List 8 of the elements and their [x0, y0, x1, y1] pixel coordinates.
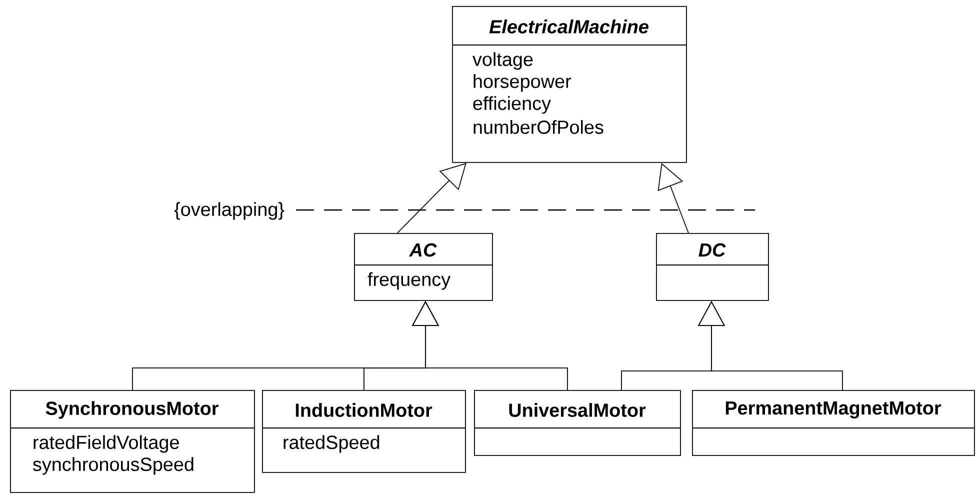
- class-box: ElectricalMachine voltage horsepower efficiency numberOfPoles: [452, 6, 687, 163]
- class-box: UniversalMotor: [474, 390, 681, 456]
- class-box: DC: [656, 233, 769, 301]
- class-box: AC frequency: [354, 233, 493, 301]
- class-box: PermanentMagnetMotor: [692, 390, 975, 456]
- class-box: InductionMotor ratedSpeed: [262, 390, 466, 473]
- constraint-label: {overlapping}: [174, 202, 284, 220]
- class-box: SynchronousMotor ratedFieldVoltage synchronousSpeed: [10, 390, 255, 493]
